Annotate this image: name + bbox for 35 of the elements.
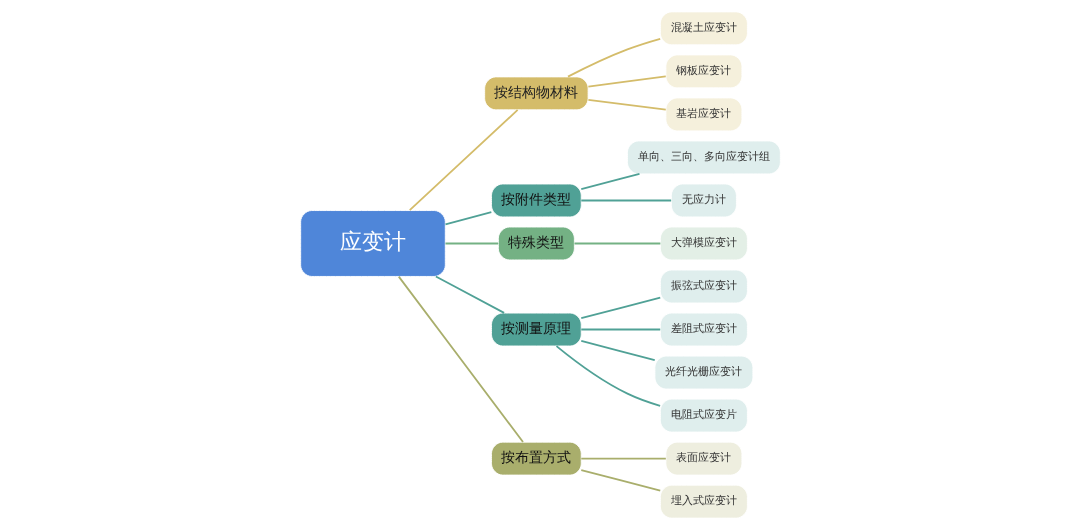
connector <box>444 242 499 245</box>
node-box: 钢板应变计 <box>664 54 742 89</box>
connector <box>408 109 519 212</box>
node-box: 无应力计 <box>670 183 737 218</box>
connector <box>586 98 667 111</box>
connector <box>573 242 661 245</box>
connector <box>566 37 661 78</box>
node-box: 基岩应变计 <box>664 97 742 132</box>
node-box: 单向、三向、多向应变计组 <box>626 140 781 175</box>
node-box: 表面应变计 <box>664 441 742 476</box>
node-box: 大弹模应变计 <box>659 226 748 261</box>
node-box: 按附件类型 <box>490 183 582 218</box>
node-box: 特殊类型 <box>497 226 575 261</box>
node-box: 电阻式应变片 <box>659 398 748 433</box>
node-box: 按布置方式 <box>490 441 582 476</box>
connector <box>579 469 661 492</box>
connector <box>579 173 640 190</box>
node-box: 按结构物材料 <box>483 76 589 111</box>
connector <box>397 275 524 443</box>
connector <box>579 340 656 361</box>
node-box: 差阻式应变计 <box>659 312 748 347</box>
node-box: 按测量原理 <box>490 312 582 347</box>
connector <box>444 211 492 226</box>
connector <box>579 328 661 331</box>
connector <box>579 296 661 320</box>
node-box: 应变计 <box>299 210 446 277</box>
connector <box>434 275 505 314</box>
node-box: 振弦式应变计 <box>659 269 748 304</box>
node-box: 混凝土应变计 <box>659 11 748 46</box>
node-box: 埋入式应变计 <box>659 484 748 519</box>
connector <box>579 457 667 460</box>
connector <box>579 199 672 202</box>
node-box: 光纤光栅应变计 <box>653 355 753 390</box>
connector <box>586 75 667 88</box>
connector <box>555 345 661 407</box>
